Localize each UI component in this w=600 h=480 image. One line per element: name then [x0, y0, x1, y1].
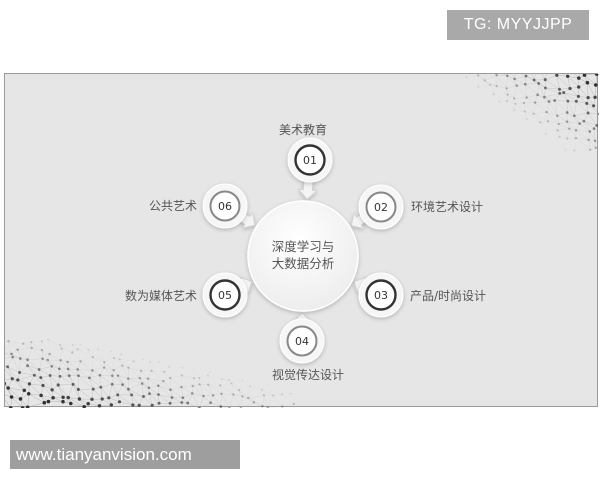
diagram-slide: 深度学习与 大数据分析 01 美术教育 02 环境艺术设计 03 产品/时尚设计 04 视觉传… — [4, 73, 599, 408]
tg-badge: TG: MYYJJPP — [447, 10, 589, 40]
node-number: 05 — [218, 289, 232, 302]
node-label: 美术教育 — [279, 122, 327, 137]
node-label: 视觉传达设计 — [272, 367, 344, 382]
node-number: 03 — [374, 289, 388, 302]
center-title-line2: 大数据分析 — [272, 256, 335, 271]
node-05: 05 — [202, 272, 248, 318]
connector-arrow — [297, 179, 318, 200]
node-label: 数为媒体艺术 — [125, 288, 197, 303]
center-title-line1: 深度学习与 — [272, 239, 335, 254]
center-circle: 深度学习与 大数据分析 — [247, 200, 359, 312]
node-06: 06 — [202, 183, 248, 229]
node-02: 02 — [358, 184, 404, 230]
node-01: 01 — [287, 137, 333, 183]
node-number: 06 — [218, 200, 232, 213]
website-badge: www.tianyanvision.com — [10, 440, 240, 469]
network-mesh-decoration-bottom-left — [5, 338, 296, 408]
node-number: 04 — [295, 335, 309, 348]
node-number: 02 — [374, 201, 388, 214]
node-label: 公共艺术 — [149, 199, 197, 213]
radial-diagram: 深度学习与 大数据分析 01 美术教育 02 环境艺术设计 03 产品/时尚设计 04 视觉传… — [5, 74, 599, 408]
node-04: 04 — [279, 318, 325, 364]
node-number: 01 — [303, 154, 317, 167]
node-label: 产品/时尚设计 — [410, 289, 486, 303]
node-label: 环境艺术设计 — [411, 199, 483, 214]
network-mesh-decoration-top-right — [465, 74, 599, 152]
node-03: 03 — [358, 272, 404, 318]
